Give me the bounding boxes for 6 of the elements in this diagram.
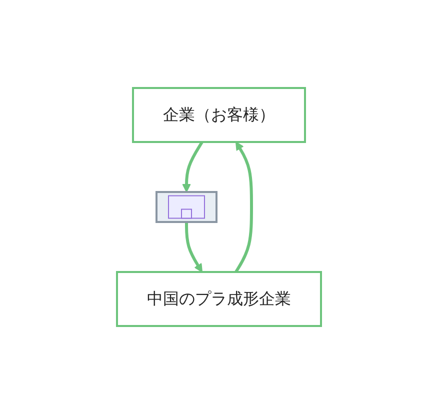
arrow [234,142,252,273]
arrow [184,222,202,272]
node-picture [155,191,217,223]
node-box: 企業（お客様） [132,87,306,143]
arrow [182,141,203,192]
node-box: 中国のプラ成形企業 [116,271,322,327]
